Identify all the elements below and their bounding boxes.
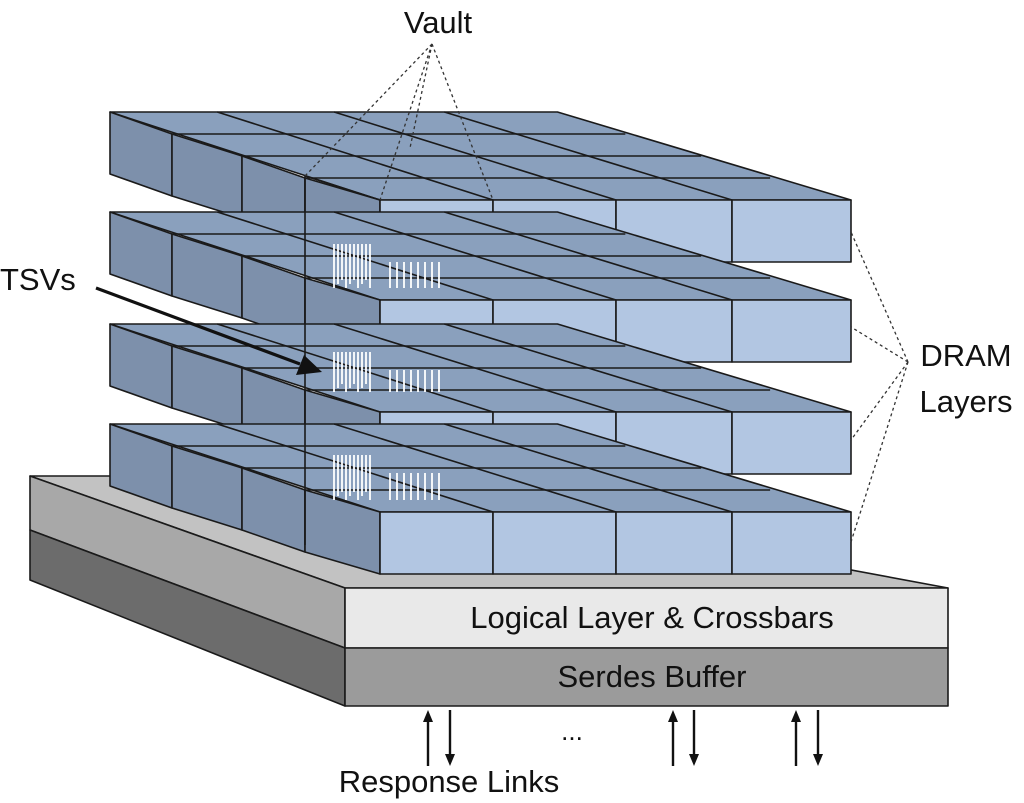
dram-label-line2: Layers [919,384,1012,419]
tsv-bundle [333,352,440,392]
dram-front-cell [731,199,852,263]
dram-col-line [217,323,494,413]
dram-col-line [444,323,733,413]
dram-col-line [333,323,617,413]
dram-col-line [217,423,494,513]
tsv-bundle [333,244,440,288]
up-arrow-icon [668,710,678,766]
dram-col-line [444,211,733,301]
vault-label: Vault [404,5,473,40]
dram-col-line [444,111,733,201]
dram-col-line [217,111,494,201]
dram-front-cell [492,511,617,575]
dram-col-line [333,211,617,301]
serdes-buffer-label: Serdes Buffer [558,659,747,694]
vault-callout: Vault [304,5,494,201]
serdes-buffer-face [344,647,949,707]
dram-front-cell [731,299,852,363]
link-ellipsis: ... [561,716,583,746]
response-links-label: Response Links [339,764,560,799]
dram-front-cell [615,511,733,575]
dram-layers-callout: DRAM Layers [850,231,1013,543]
up-arrow-icon [423,710,433,766]
tsv-bundle [333,455,440,500]
down-arrow-icon [813,710,823,766]
dram-label-line1: DRAM [920,338,1011,373]
down-arrow-icon [445,710,455,766]
dram-front-cell [731,511,852,575]
down-arrow-icon [689,710,699,766]
dram-layer-stack [109,111,852,575]
up-arrow-icon [791,710,801,766]
dram-layer [109,423,852,575]
dram-col-line [217,211,494,301]
tsvs-label: TSVs [0,262,76,297]
dram-col-line [333,423,617,513]
tsvs-callout: TSVs [0,262,322,375]
dram-col-line [444,423,733,513]
tsv-bundles [333,244,440,500]
serdes-link-arrows [423,710,823,766]
tsvs-arrow-head [296,355,322,375]
logic-layer-label: Logical Layer & Crossbars [470,600,834,635]
dram-front-cell [731,411,852,475]
dram-front-cell [379,511,494,575]
